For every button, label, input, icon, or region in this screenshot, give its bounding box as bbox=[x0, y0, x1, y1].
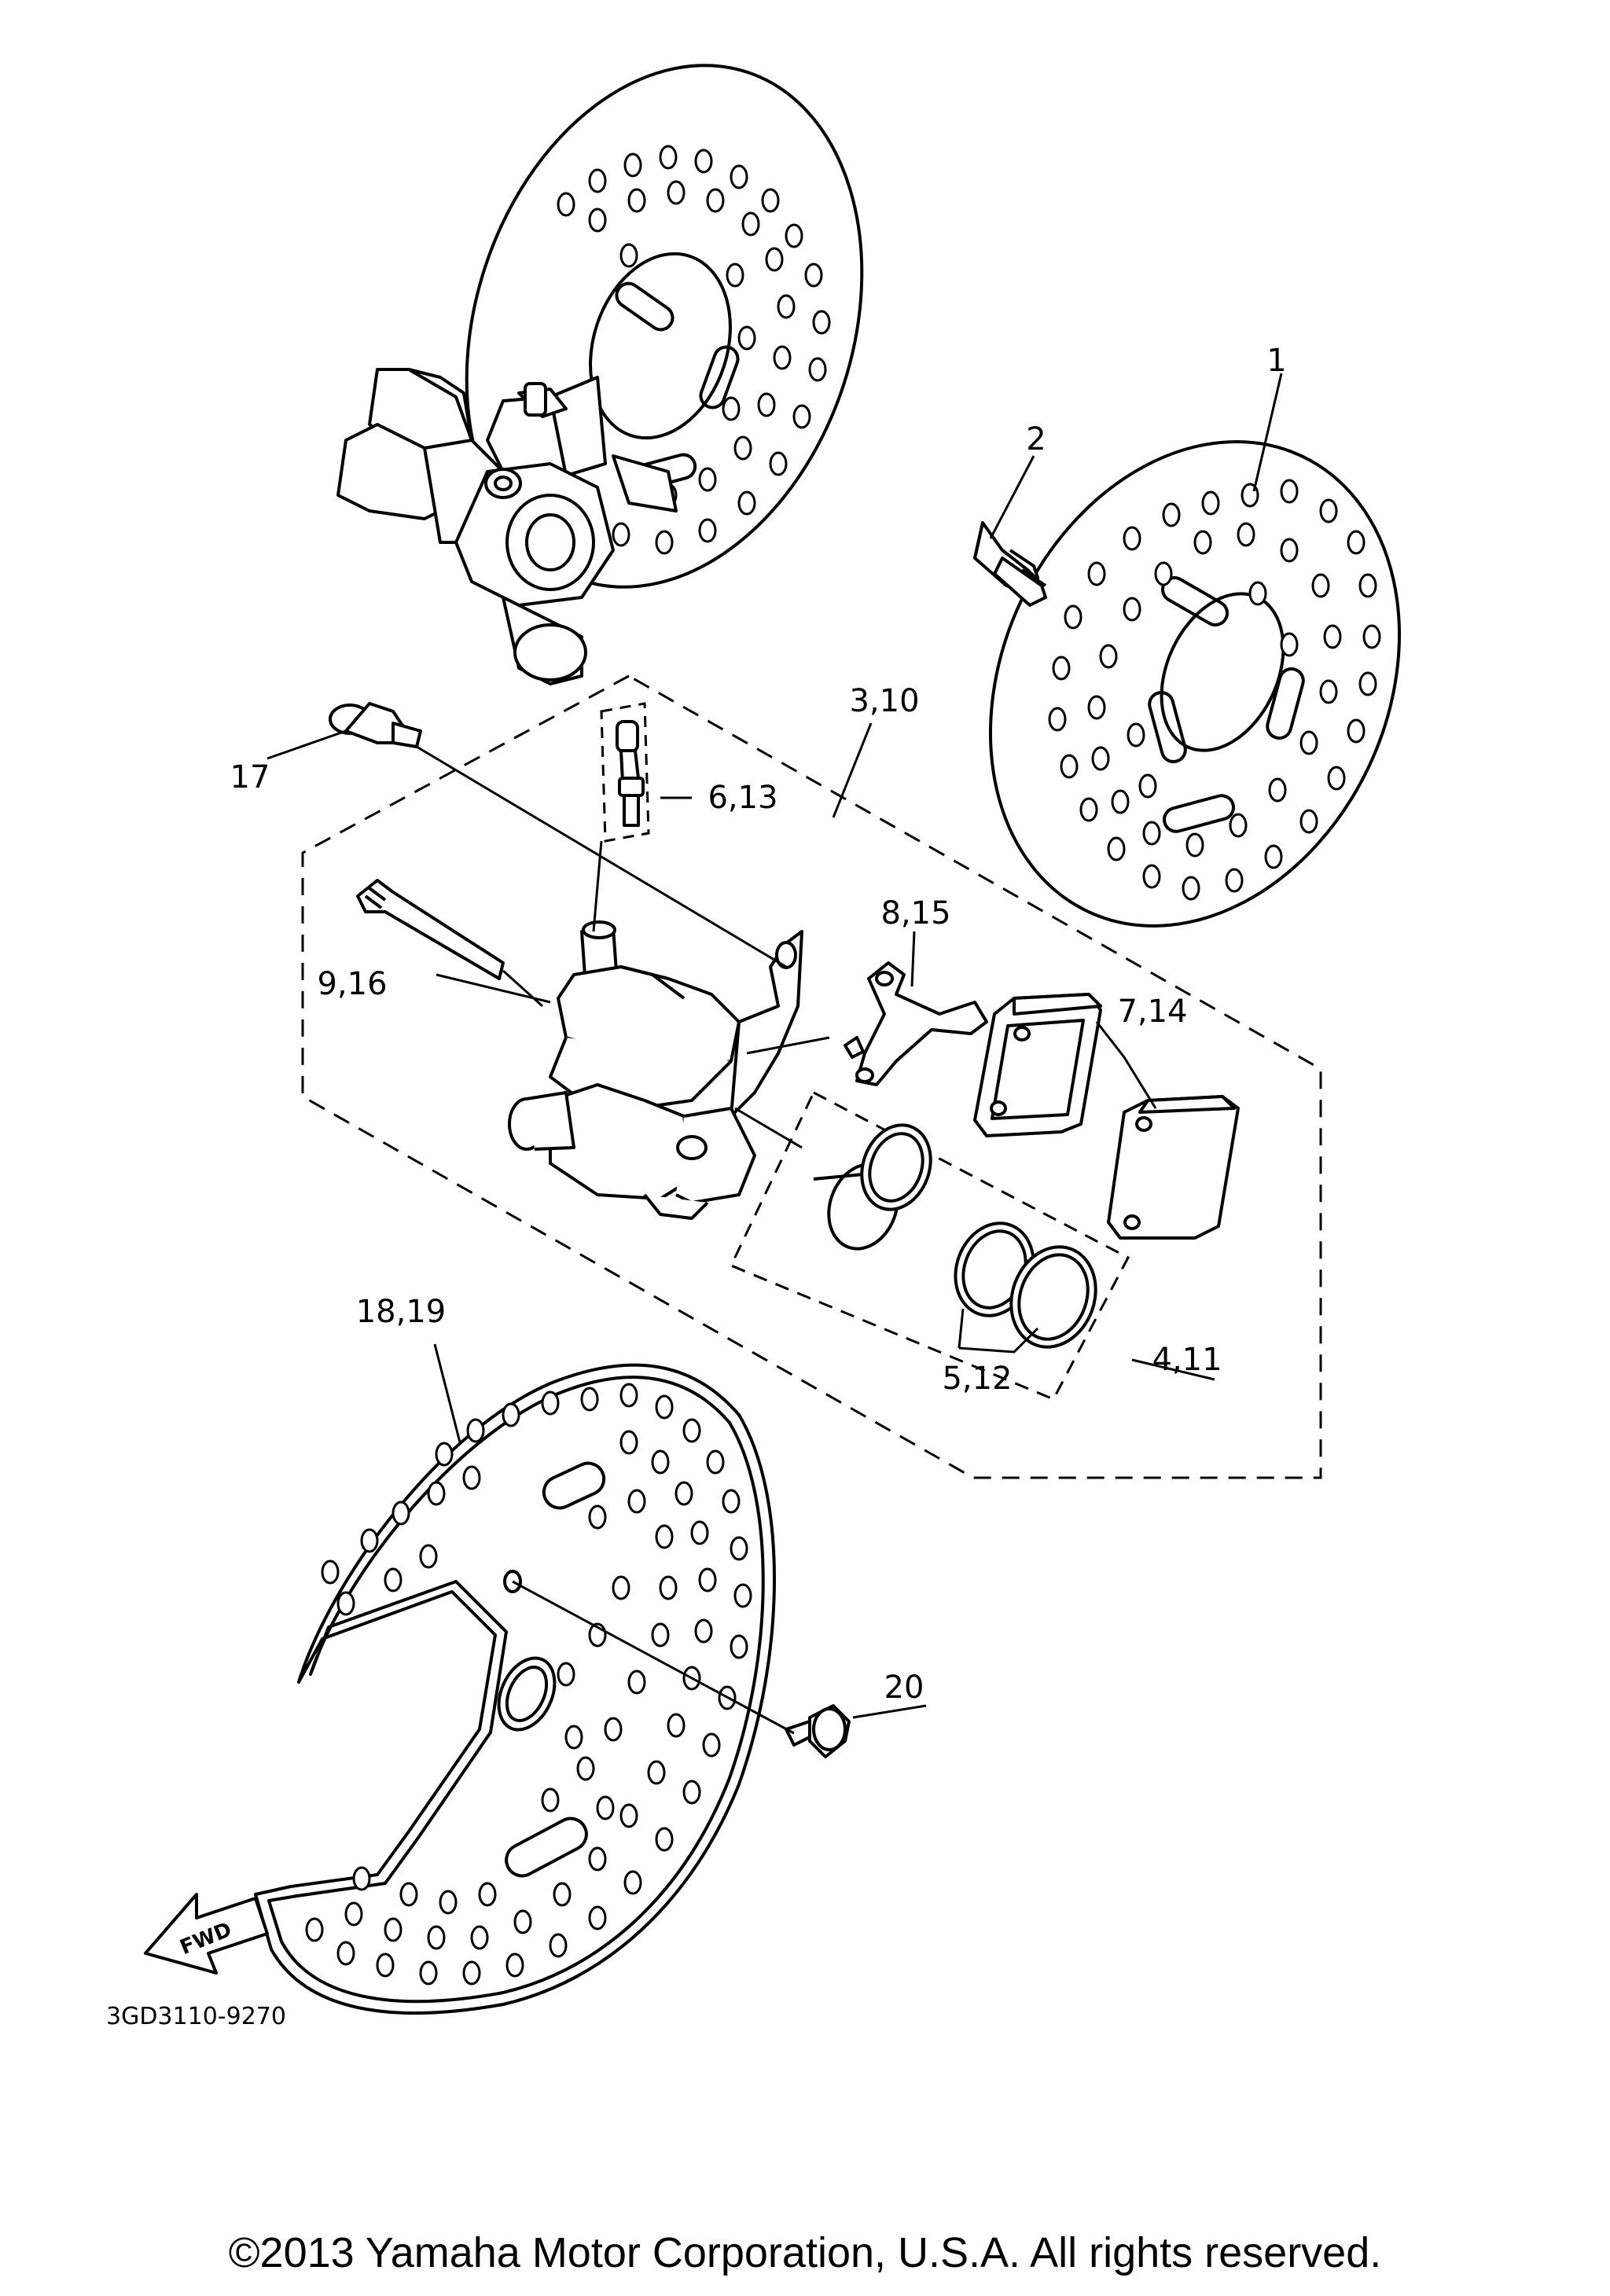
disc-cover bbox=[254, 1363, 776, 2015]
callout-3-10: 3,10 bbox=[849, 683, 919, 719]
callout-5-12: 5,12 bbox=[942, 1361, 1012, 1397]
caliper-assembly-boundary bbox=[301, 674, 1322, 1479]
bleed-screw bbox=[600, 702, 650, 843]
pad-spring bbox=[844, 961, 988, 1086]
callout-4-11: 4,11 bbox=[1152, 1342, 1222, 1378]
caliper-bolt-17 bbox=[329, 702, 422, 748]
callout-6-13: 6,13 bbox=[708, 780, 777, 816]
leader-lines bbox=[266, 373, 1283, 1735]
copyright-notice: ©2013 Yamaha Motor Corporation, U.S.A. A… bbox=[229, 2229, 1382, 2276]
callout-1: 1 bbox=[1266, 343, 1286, 379]
callout-8-15: 8,15 bbox=[880, 895, 950, 931]
callout-17: 17 bbox=[230, 759, 270, 795]
callout-20: 20 bbox=[884, 1670, 924, 1706]
callout-2: 2 bbox=[1026, 421, 1046, 457]
caliper-body bbox=[508, 920, 803, 1220]
brake-disc bbox=[989, 440, 1401, 928]
disc-bolt bbox=[973, 521, 1047, 607]
assembled-caliper-top bbox=[336, 368, 678, 685]
fwd-arrow: FWD bbox=[144, 1893, 269, 1975]
brake-pads bbox=[973, 993, 1240, 1240]
cover-bolt bbox=[785, 1704, 851, 1758]
callout-9-16: 9,16 bbox=[317, 966, 387, 1002]
piston-kit bbox=[729, 1090, 1130, 1401]
slide-pin bbox=[356, 879, 505, 980]
diagram-code: 3GD3110-9270 bbox=[106, 2003, 286, 2030]
callout-18-19: 18,19 bbox=[356, 1294, 447, 1330]
callout-7-14: 7,14 bbox=[1117, 994, 1187, 1030]
callout-labels: 1 2 3,10 6,13 8,15 7,14 9,16 17 4,11 5,1… bbox=[230, 343, 1287, 1706]
